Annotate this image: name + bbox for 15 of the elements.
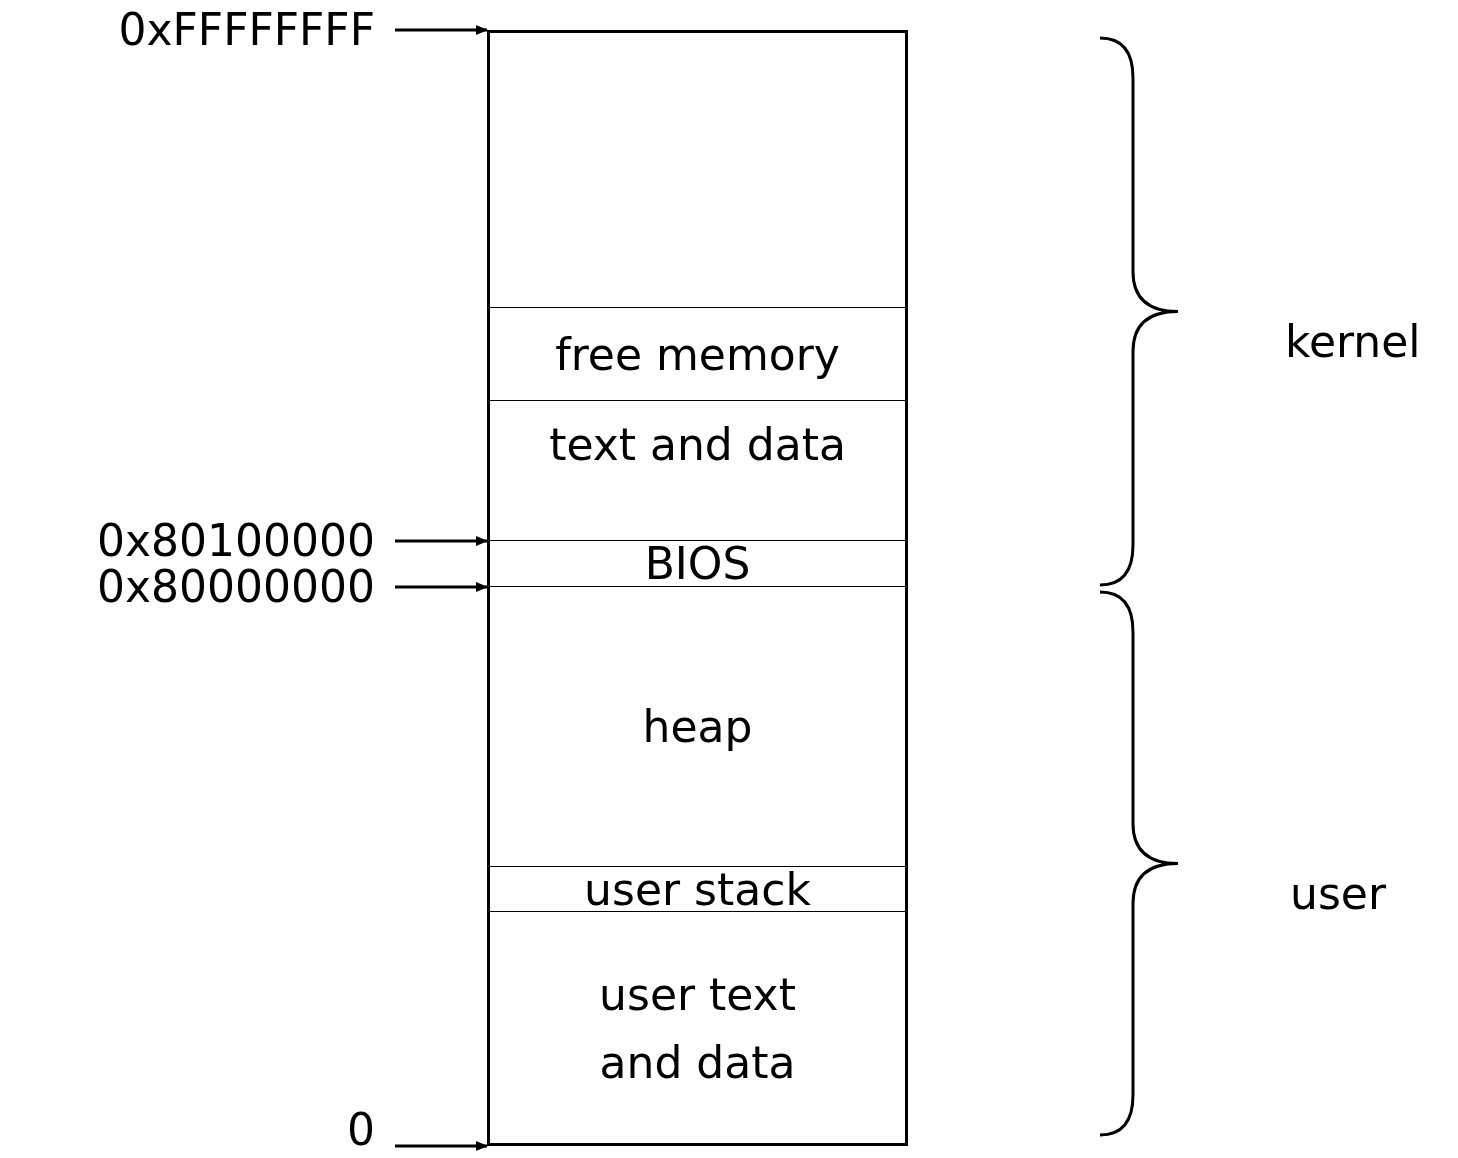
section-label: user [1290, 868, 1386, 920]
region-label: user text and data [598, 968, 797, 1090]
region-label: user stack [583, 863, 812, 916]
region-label: BIOS [643, 538, 752, 590]
arrow [395, 582, 488, 592]
arrow [395, 1141, 488, 1151]
arrow [395, 25, 488, 35]
address-label: 0xFFFFFFFF [118, 4, 375, 56]
address-label: 0 [347, 1104, 375, 1156]
memory-layout-box [487, 30, 908, 1146]
section-label: kernel [1285, 316, 1421, 368]
region-label: free memory [554, 328, 841, 381]
region-label: heap [641, 701, 754, 753]
arrow [395, 536, 488, 546]
region-label: text and data [548, 419, 847, 471]
